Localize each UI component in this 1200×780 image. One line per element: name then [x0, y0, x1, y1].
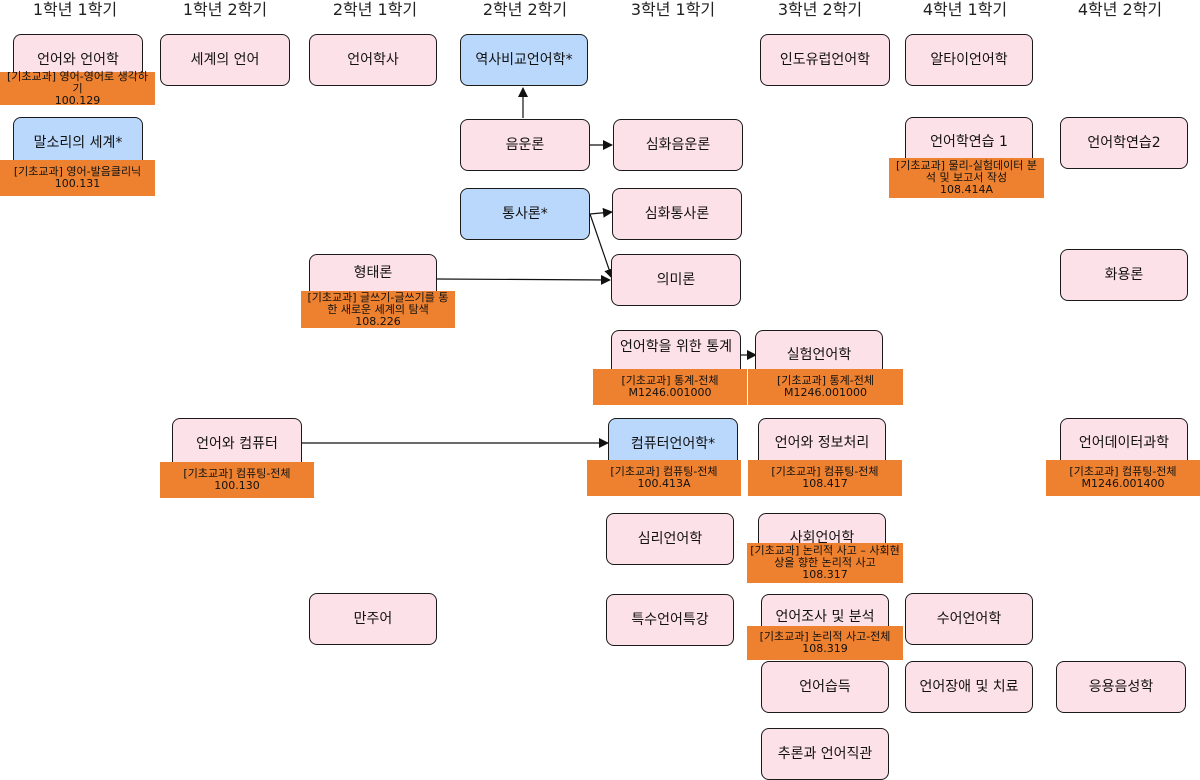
foundation-note: [기초교과] 물리-실험데이터 분석 및 보고서 작성 108.414A	[889, 158, 1044, 198]
semester-header: 4학년 1학기	[922, 0, 1008, 19]
foundation-note: [기초교과] 논리적 사고 – 사회현상을 향한 논리적 사고 108.317	[747, 543, 903, 583]
course-box[interactable]: 심화음운론	[613, 119, 743, 171]
course-box[interactable]: 만주어	[309, 593, 437, 645]
note-text: [기초교과] 논리적 사고 – 사회현상을 향한 논리적 사고	[750, 544, 900, 569]
core-course-box[interactable]: 통사론*	[460, 188, 590, 240]
note-text: [기초교과] 컴퓨팅-전체	[1069, 465, 1177, 478]
semester-header: 1학년 2학기	[182, 0, 268, 19]
foundation-note: [기초교과] 컴퓨팅-전체 108.417	[748, 460, 902, 496]
course-box[interactable]: 언어장애 및 치료	[905, 661, 1033, 713]
note-code: M1246.001400	[1081, 477, 1165, 490]
course-box[interactable]: 언어학연습2	[1060, 117, 1188, 169]
foundation-note: [기초교과] 글쓰기-글쓰기를 통한 새로운 세계의 탐색 108.226	[301, 291, 455, 328]
course-box[interactable]: 세계의 언어	[160, 34, 290, 86]
course-box[interactable]: 심리언어학	[606, 513, 734, 565]
semester-header: 3학년 1학기	[630, 0, 716, 19]
course-box[interactable]: 알타이언어학	[905, 34, 1033, 86]
note-code: 100.413A	[637, 477, 691, 490]
note-text: [기초교과] 컴퓨팅-전체	[610, 465, 718, 478]
note-code: 108.226	[355, 314, 401, 328]
foundation-note: [기초교과] 영어-발음클리닉 100.131	[0, 160, 155, 196]
foundation-note: [기초교과] 논리적 사고-전체 108.319	[747, 626, 903, 660]
foundation-note: [기초교과] 컴퓨팅-전체 M1246.001400	[1046, 460, 1200, 496]
note-text: [기초교과] 글쓰기-글쓰기를 통한 새로운 세계의 탐색	[307, 290, 449, 316]
semester-header: 4학년 2학기	[1077, 0, 1163, 19]
course-box[interactable]: 의미론	[611, 254, 741, 306]
note-text: [기초교과] 통계-전체	[776, 374, 874, 387]
note-code: 108.417	[802, 477, 848, 490]
note-text: [기초교과] 물리-실험데이터 분석 및 보고서 작성	[896, 159, 1037, 184]
note-text: [기초교과] 컴퓨팅-전체	[771, 465, 879, 478]
note-code: 100.131	[54, 177, 101, 190]
arrow-morph-to-semantics	[436, 274, 611, 285]
course-box[interactable]: 언어습득	[761, 661, 889, 713]
course-box[interactable]: 화용론	[1060, 249, 1188, 301]
arrow-syntax-to-semantics	[589, 213, 614, 279]
note-code: 108.414A	[939, 183, 993, 196]
course-box[interactable]: 특수언어특강	[606, 594, 734, 646]
note-code: 100.129	[54, 93, 101, 107]
foundation-note: [기초교과] 컴퓨팅-전체 100.130	[160, 462, 314, 498]
semester-header: 3학년 2학기	[777, 0, 863, 19]
note-code: 108.317	[802, 568, 848, 581]
foundation-note: [기초교과] 영어-영어로 생각하기 100.129	[0, 69, 155, 107]
semester-header: 2학년 2학기	[482, 0, 568, 19]
course-box[interactable]: 음운론	[460, 119, 590, 171]
note-code: 100.130	[214, 479, 260, 492]
note-code: 108.319	[802, 642, 848, 655]
foundation-note: [기초교과] 컴퓨팅-전체 100.413A	[587, 460, 741, 496]
note-text: [기초교과] 통계-전체	[621, 374, 719, 387]
note-code: M1246.001000	[628, 386, 712, 399]
course-box[interactable]: 언어학사	[309, 34, 437, 86]
course-box[interactable]: 인도유럽언어학	[760, 34, 890, 86]
course-box[interactable]: 수어언어학	[905, 593, 1033, 645]
foundation-note: [기초교과] 통계-전체 M1246.001000	[593, 369, 747, 405]
note-text: [기초교과] 영어-발음클리닉	[13, 165, 142, 178]
note-code: M1246.001000	[784, 386, 867, 399]
course-box[interactable]: 응용음성학	[1056, 661, 1186, 713]
arrow-syntax-to-adv-syn	[589, 207, 613, 218]
semester-header: 2학년 1학기	[332, 0, 418, 19]
foundation-note: [기초교과] 통계-전체 M1246.001000	[748, 369, 903, 405]
course-box[interactable]: 추론과 언어직관	[761, 728, 889, 780]
core-course-box[interactable]: 역사비교언어학*	[460, 34, 588, 86]
course-box[interactable]: 심화통사론	[612, 188, 742, 240]
note-text: [기초교과] 영어-영어로 생각하기	[7, 69, 148, 95]
note-text: [기초교과] 논리적 사고-전체	[759, 630, 891, 643]
semester-header: 1학년 1학기	[32, 0, 118, 19]
note-text: [기초교과] 컴퓨팅-전체	[183, 467, 291, 480]
